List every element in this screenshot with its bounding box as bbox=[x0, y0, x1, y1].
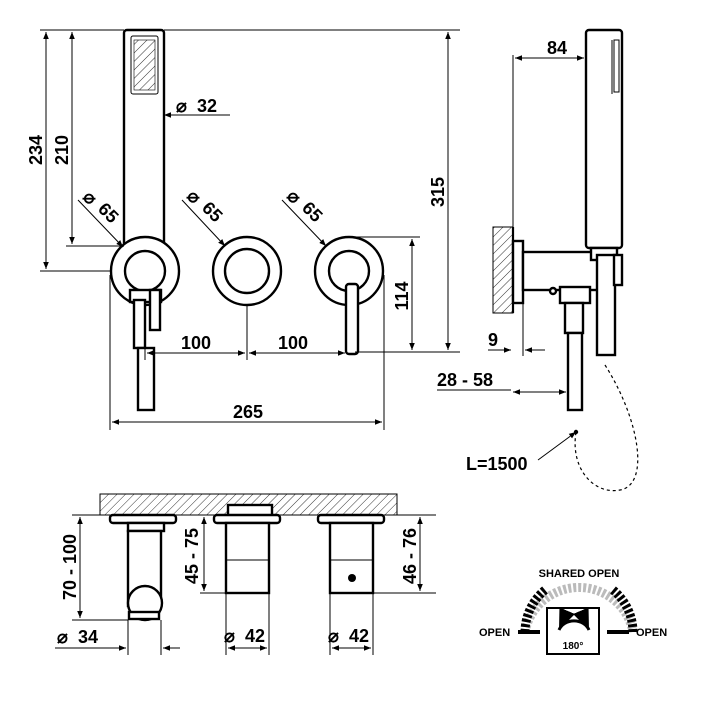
hand-shower-front bbox=[122, 28, 166, 250]
side-wall-hatch bbox=[492, 226, 514, 314]
dim-d42-mid-symbol: ⌀ bbox=[224, 626, 235, 646]
spray-nozzle-grid bbox=[133, 39, 156, 91]
open-right-label: OPEN bbox=[636, 627, 667, 639]
dim-28-58-label: 28 - 58 bbox=[437, 370, 493, 390]
rotation-legend: SHARED OPEN OPEN OPEN 180° bbox=[479, 568, 667, 655]
open-left-label: OPEN bbox=[479, 627, 510, 639]
dim-9-label: 9 bbox=[488, 330, 498, 350]
dim-d32-symbol: ⌀ bbox=[176, 96, 187, 116]
bottom-right-unit bbox=[316, 513, 386, 595]
bottom-view: 70 - 100 45 - 75 46 - 76 ⌀ 34 ⌀ 42 ⌀ 42 bbox=[55, 493, 436, 655]
rosette-middle bbox=[211, 235, 283, 307]
bottom-left-unit bbox=[108, 513, 178, 622]
dim-114-label: 114 bbox=[392, 281, 412, 310]
dim-d65-left-label: 65 bbox=[94, 199, 122, 227]
dim-315-label: 315 bbox=[428, 177, 448, 207]
dim-46-76-label: 46 - 76 bbox=[400, 528, 420, 584]
dim-d42-right-label: 42 bbox=[349, 626, 369, 646]
shared-open-label: SHARED OPEN bbox=[539, 568, 620, 580]
front-view: 234 210 315 ⌀ 32 ⌀ 65 ⌀ 65 ⌀ 65 114 100 bbox=[26, 28, 460, 430]
dim-d42-right-symbol: ⌀ bbox=[328, 626, 339, 646]
dim-100-right-label: 100 bbox=[278, 333, 308, 353]
dim-84-label: 84 bbox=[547, 38, 567, 58]
dim-d32-label: 32 bbox=[197, 96, 217, 116]
dim-d34-symbol: ⌀ bbox=[57, 627, 68, 647]
dim-265-label: 265 bbox=[233, 402, 263, 422]
dim-d34-label: 34 bbox=[78, 627, 98, 647]
bottom-middle-unit bbox=[212, 503, 282, 595]
side-view: L=1500 84 9 28 - 58 bbox=[437, 28, 639, 492]
dim-100-left-label: 100 bbox=[181, 333, 211, 353]
dim-210-label: 210 bbox=[52, 135, 72, 165]
dim-45-75-label: 45 - 75 bbox=[182, 528, 202, 584]
rosette-right bbox=[313, 235, 385, 356]
dim-70-100-label: 70 - 100 bbox=[60, 534, 80, 600]
hose-length-label: L=1500 bbox=[466, 454, 528, 474]
rosette-left bbox=[109, 235, 181, 412]
dim-d42-mid-label: 42 bbox=[245, 626, 265, 646]
hose-dashed bbox=[574, 364, 639, 492]
rotation-arrow-icon bbox=[557, 607, 591, 631]
rotation-angle-label: 180° bbox=[563, 641, 584, 652]
dim-234-label: 234 bbox=[26, 135, 46, 165]
